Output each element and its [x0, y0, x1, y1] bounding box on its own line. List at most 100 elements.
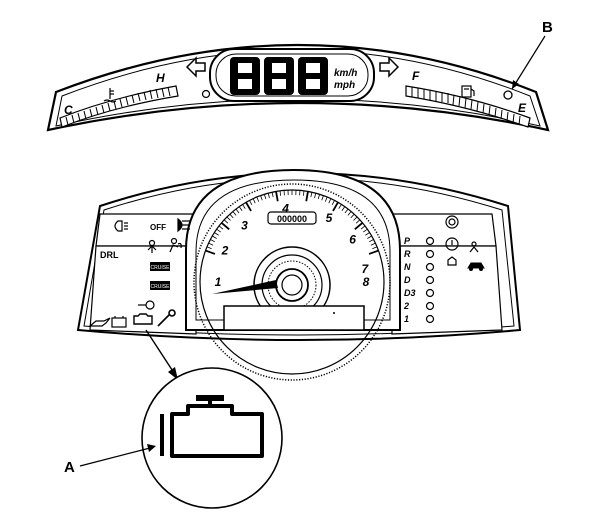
fuel-full-label: F [412, 69, 420, 83]
callout-b: B [511, 19, 553, 90]
gear-position-label: D [404, 275, 411, 285]
tachometer-tick [229, 213, 234, 219]
headlight-off-label: OFF [150, 223, 166, 232]
cruise-button-upper [150, 262, 170, 271]
fuel-gauge-segments [411, 87, 521, 126]
tachometer-number: 1 [215, 275, 222, 289]
tachometer-tick [355, 219, 361, 224]
person-icon [469, 241, 479, 253]
tachometer-tick [321, 195, 324, 201]
zoom-leader [145, 329, 178, 380]
speed-unit-kmh: km/h [334, 68, 357, 79]
tachometer-tick [267, 193, 270, 199]
drl-label: DRL [100, 250, 119, 260]
airbag-icon [169, 237, 182, 253]
gear-position-indicator [425, 301, 435, 311]
gear-position-indicator [425, 314, 435, 324]
tachometer-tick [317, 194, 321, 200]
gear-position-label: P [404, 236, 411, 246]
tachometer-tick [347, 211, 352, 216]
tachometer-tick [275, 191, 279, 202]
oil-pressure-icon [88, 317, 111, 327]
tachometer-tick [368, 239, 374, 243]
cruise-button-lower [150, 281, 170, 290]
lower-lcd-window [223, 305, 365, 331]
tachometer-tick [370, 242, 376, 246]
tachometer-tick [242, 204, 246, 209]
tachometer-tick [216, 228, 221, 233]
tachometer-number: 7 [362, 262, 370, 276]
cruise-button-lower-label: CRUISE [151, 284, 171, 290]
check-engine-magnified-callout [141, 367, 283, 509]
gear-position-indicator [425, 275, 435, 285]
speed-unit-mph: mph [334, 80, 355, 91]
tachometer-needle [212, 280, 278, 294]
tachometer-tick [212, 235, 217, 239]
tachometer-tick [210, 239, 216, 243]
gear-position-label: N [404, 262, 411, 272]
tachometer-tick [305, 191, 309, 202]
fuel-empty-label: E [518, 101, 527, 115]
tachometer-tick [350, 213, 355, 219]
tachometer-tick [365, 232, 370, 236]
tachometer-number: 4 [281, 201, 289, 215]
tachometer-tick [223, 219, 229, 224]
upper-display-panel: C H km/h mph [46, 43, 550, 132]
seatbelt-icon [147, 239, 157, 253]
tachometer-tick [271, 192, 274, 198]
tachometer-tick [353, 216, 358, 221]
callout-b-label: B [542, 19, 553, 36]
gear-position-label: D3 [404, 288, 416, 298]
tachometer-tick [360, 225, 366, 230]
tachometer-number: 3 [241, 218, 248, 232]
fuel-pump-icon [461, 85, 475, 98]
tachometer-tick [344, 208, 349, 214]
speed-digits [230, 57, 328, 95]
temperature-gauge-bar [59, 85, 179, 128]
tachometer-tick [235, 208, 240, 214]
tachometer-number: 8 [363, 275, 370, 289]
tachometer-tick [363, 228, 368, 233]
check-engine-icon-small [133, 313, 153, 325]
tachometer-number: 2 [221, 244, 229, 258]
tachometer-tick-marks [205, 190, 379, 255]
gear-position-indicator [425, 288, 435, 298]
check-engine-icon [160, 395, 264, 458]
gear-position-label: R [404, 249, 411, 259]
tachometer-tick [314, 193, 317, 199]
low-fuel-indicator [503, 90, 513, 100]
tachometer-tick [341, 206, 346, 211]
tachometer-tick [332, 201, 339, 212]
tachometer-tick [260, 195, 263, 201]
tachometer-number: 6 [349, 233, 356, 247]
tachometer-tick [367, 235, 372, 239]
odometer-reading: 000000 [277, 214, 307, 224]
gear-position-label: 2 [403, 301, 409, 311]
odometer-window [267, 211, 317, 225]
gear-position-indicator [425, 262, 435, 272]
tachometer-tick [324, 196, 328, 202]
brake-system-icon [445, 237, 459, 251]
turn-signal-right-icon [379, 56, 400, 78]
maintenance-wrench-icon [157, 309, 176, 327]
battery-icon [111, 316, 127, 328]
tachometer-tick [249, 200, 253, 206]
tachometer-tick [232, 211, 237, 216]
headlight-icon [114, 220, 128, 232]
tachometer-tick [372, 246, 378, 250]
tachometer-tick [238, 206, 243, 211]
tachometer-tick [368, 249, 379, 255]
tachometer-number: 5 [326, 211, 333, 225]
tachometer-tick [263, 194, 267, 200]
tachometer-tick [214, 232, 219, 236]
tachometer-tick [331, 200, 335, 206]
gear-position-label: 1 [404, 314, 409, 324]
tachometer-tick [206, 246, 212, 250]
left-indicators: OFF DRL CRUISE CRUISE [88, 217, 190, 328]
coolant-temperature-icon [103, 88, 117, 103]
gear-position-indicator [425, 236, 435, 246]
turn-signal-left-icon [185, 56, 206, 78]
